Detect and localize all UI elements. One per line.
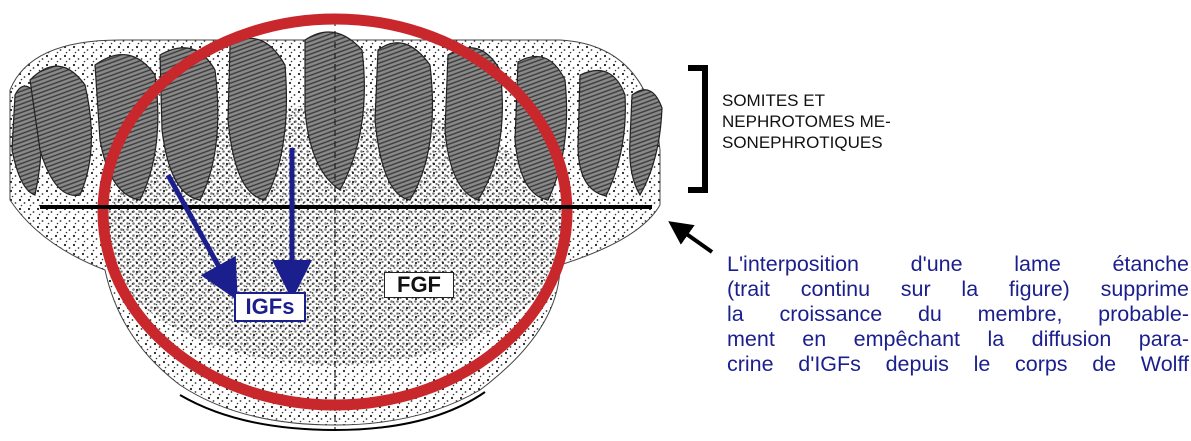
somites-label-line: NEPHROTOMES ME-	[722, 111, 972, 132]
caption-line: ment en empêchant la diffusion para-	[727, 327, 1189, 352]
caption-line: crine d'IGFs depuis le corps de Wolff	[727, 352, 1189, 377]
somites-label-line: SONEPHROTIQUES	[722, 132, 972, 153]
igfs-label: IGFs	[234, 292, 306, 322]
caption-text: L'interposition d'une lame étanche (trai…	[727, 252, 1189, 377]
somites-label: SOMITES ET NEPHROTOMES ME- SONEPHROTIQUE…	[722, 90, 972, 154]
caption-line: la croissance du membre, probable-	[727, 302, 1189, 327]
caption-line: (trait continu sur la figure) supprime	[727, 277, 1189, 302]
fgf-label: FGF	[384, 272, 454, 298]
somites-label-line: SOMITES ET	[722, 90, 972, 111]
pointer-arrow	[678, 228, 712, 252]
caption-line: L'interposition d'une lame étanche	[727, 252, 1189, 277]
somites-bracket	[688, 68, 705, 190]
